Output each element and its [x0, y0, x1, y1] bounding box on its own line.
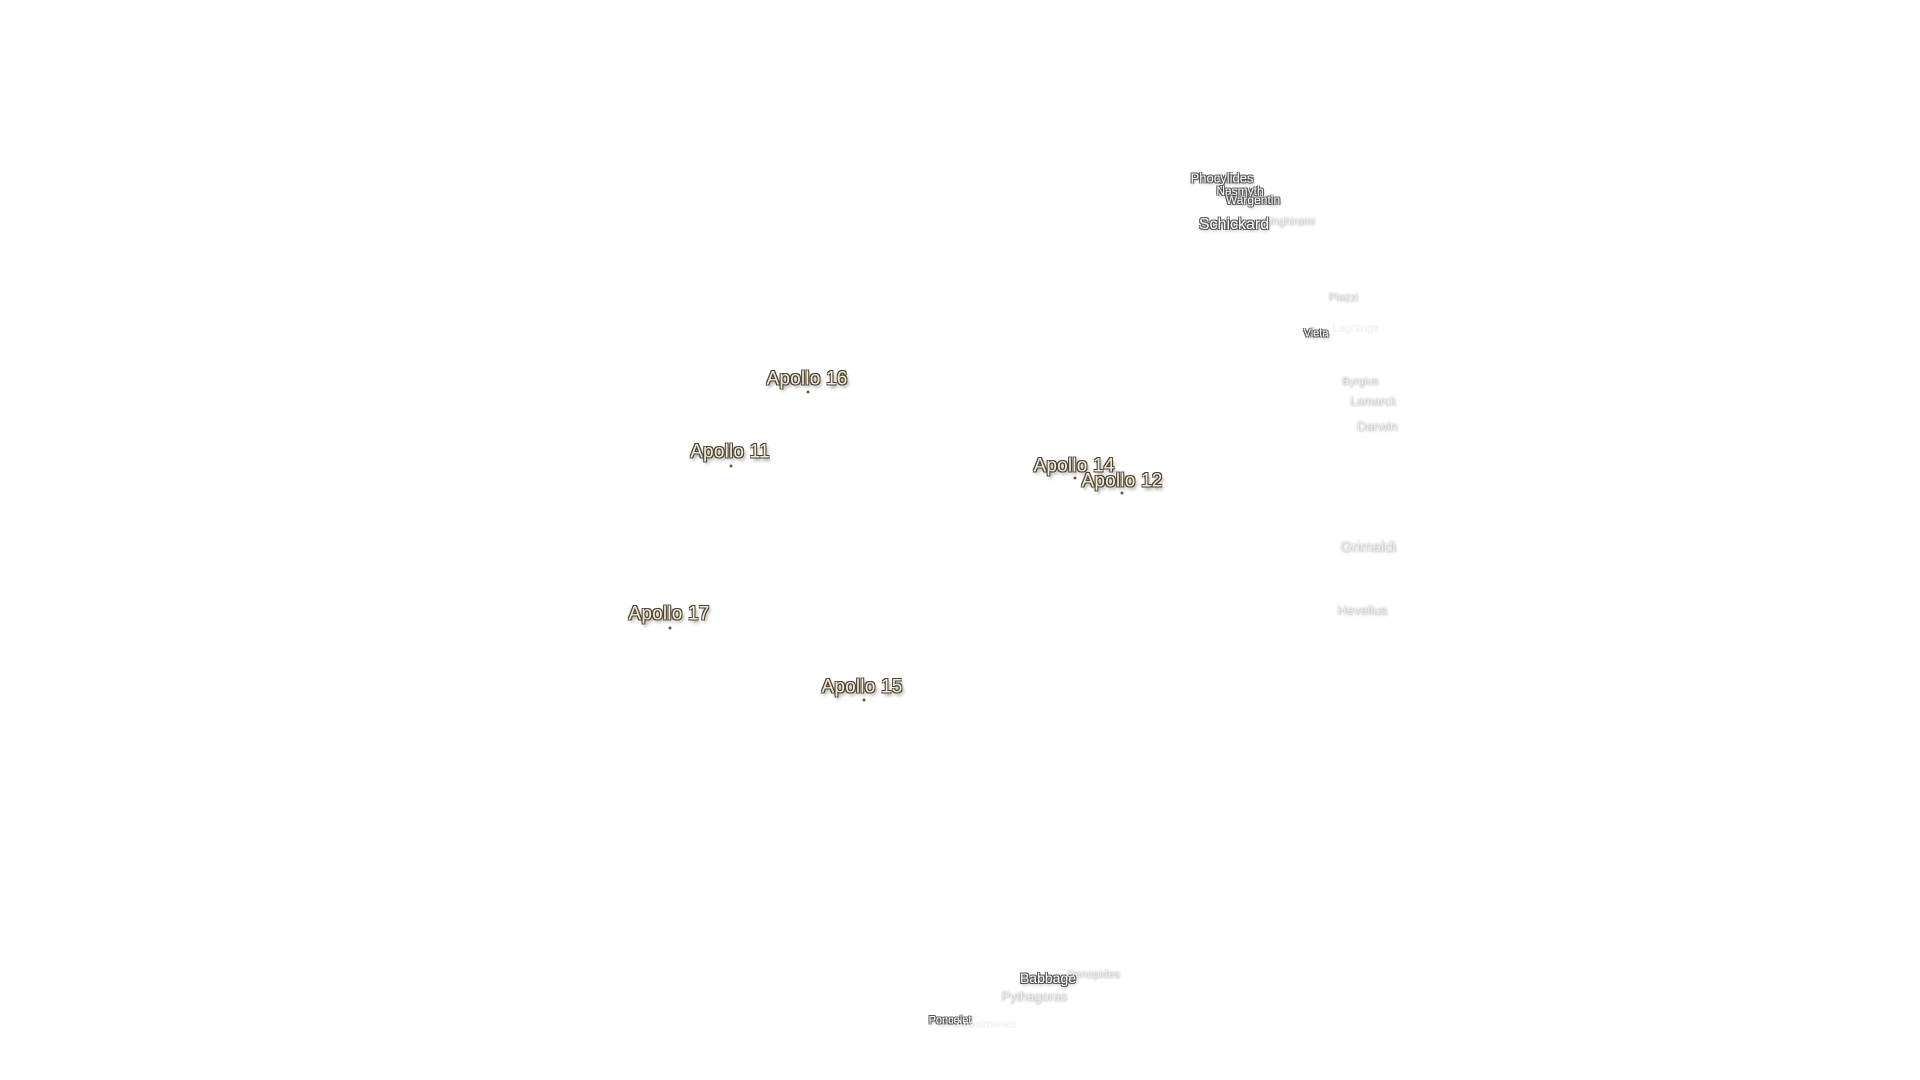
crater-piazzi[interactable]: Piazzi	[1328, 291, 1358, 304]
crater-wargentin[interactable]: Wargentin	[1225, 193, 1281, 207]
landing-site-marker-apollo-15[interactable]	[862, 698, 866, 702]
landing-site-apollo-15[interactable]: Apollo 15	[821, 676, 903, 698]
crater-byrgius[interactable]: Byrgius	[1341, 375, 1379, 388]
crater-lagrange[interactable]: Lagrange	[1332, 322, 1380, 335]
crater-lamarck[interactable]: Lamarck	[1349, 394, 1397, 408]
crater-darwin[interactable]: Darwin	[1356, 418, 1398, 434]
crater-oenopides[interactable]: Oenopides	[1066, 968, 1120, 981]
landing-site-apollo-14[interactable]: Apollo 14	[1033, 455, 1115, 477]
crater-pythagoras[interactable]: Pythagoras	[1001, 988, 1067, 1004]
crater-schickard[interactable]: Schickard	[1198, 216, 1270, 233]
landing-site-marker-apollo-11[interactable]	[729, 464, 733, 468]
crater-grimaldi[interactable]: Grimaldi	[1340, 538, 1396, 556]
crater-babbage[interactable]: Babbage	[1019, 970, 1077, 986]
crater-nasmyth[interactable]: Nasmyth	[1216, 184, 1264, 198]
landing-site-apollo-16[interactable]: Apollo 16	[766, 368, 848, 390]
landing-site-marker-apollo-12[interactable]	[1120, 491, 1124, 495]
crater-anaximenes[interactable]: Anaximenes	[955, 1018, 1017, 1031]
crater-poncelet[interactable]: Poncelet	[928, 1014, 972, 1027]
landing-site-marker-apollo-17[interactable]	[668, 626, 672, 630]
landing-site-apollo-12[interactable]: Apollo 12	[1081, 470, 1163, 492]
crater-phocylides[interactable]: Phocylides	[1190, 170, 1254, 186]
crater-inghirami[interactable]: Inghirami	[1269, 215, 1315, 228]
landing-site-apollo-11[interactable]: Apollo 11	[690, 441, 770, 463]
landing-site-marker-apollo-16[interactable]	[806, 390, 810, 394]
crater-hevelius[interactable]: Hevelius	[1337, 602, 1387, 618]
landing-site-marker-apollo-14[interactable]	[1073, 476, 1077, 480]
crater-vieta[interactable]: Vieta	[1303, 327, 1329, 340]
landing-site-apollo-17[interactable]: Apollo 17	[628, 603, 710, 625]
